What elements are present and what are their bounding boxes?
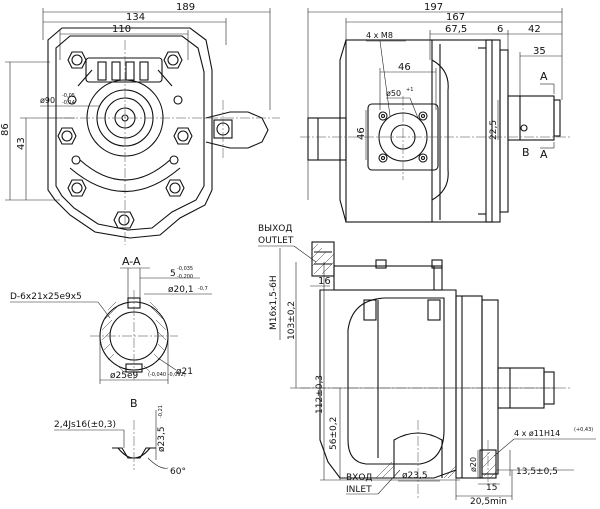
detail-b-view: B 2,4Js16(±0,3) ø23,5 -0,21 60° (54, 397, 186, 477)
section-mark-a-bottom: A (540, 148, 548, 161)
dim-inner-tol: -0,7 (198, 286, 208, 292)
dim-bolt-spacing: 110 (112, 24, 131, 35)
dim-spline: D-6x21x25e9x5 (10, 292, 82, 302)
dim-bolt-holes: 4 x ø11H14 (514, 429, 560, 438)
side-view: 197 167 67,5 6 42 35 4 x M8 46 46 ø50 +1 (300, 2, 570, 223)
dim-outlet-thread: M16x1,5-6H (269, 275, 279, 330)
section-mark-a-top: A (540, 70, 548, 83)
dim-port-diameter: ø50 (386, 89, 401, 98)
bottom-view: ВЫХОД OUTLET 16 M16x1,5-6H 103±0,2 112±0… (258, 224, 596, 507)
dim-port-offset-x: 46 (398, 62, 411, 73)
dim-bolt-thread: 4 x M8 (366, 31, 393, 40)
dim-shaft-diameter: ø20 (469, 457, 478, 472)
dim-body-length: 167 (446, 12, 465, 23)
dim-shaft-step: 15 (486, 483, 497, 493)
dim-key-width: 5 (170, 269, 176, 279)
dim-flange-thickness: 6 (497, 24, 503, 35)
dim-minor-diameter: ø21 (176, 367, 193, 377)
front-view: 189 134 110 86 43 ø90 -0,05 -0,14 (0, 2, 280, 245)
dim-b-tolerance: 2,4Js16(±0,3) (54, 420, 116, 430)
dim-overall-width: 189 (176, 2, 195, 13)
outlet-label-ru: ВЫХОД (258, 224, 292, 234)
dim-height-inlet: 56±0,2 (329, 417, 339, 450)
dim-b-angle: 60° (170, 467, 186, 477)
dim-inlet-diameter: ø23,5 (402, 471, 428, 481)
dim-outlet-offset: 16 (318, 276, 331, 287)
dim-b-diameter: ø23,5 (157, 426, 167, 452)
dim-overall-length: 197 (424, 2, 443, 13)
dim-mid-length: 67,5 (445, 24, 467, 35)
dim-port-diameter-tol: +1 (406, 87, 413, 93)
dim-shaft-min: 20,5min (470, 497, 507, 507)
dim-b-diameter-tol: -0,21 (158, 405, 164, 418)
detail-b-title: B (130, 397, 138, 410)
dim-height-center: 43 (16, 137, 27, 150)
section-mark-b: B (522, 146, 530, 159)
inlet-label-en: INLET (346, 485, 372, 495)
dim-key-tol-upper: -0,035 (177, 266, 193, 272)
dim-outer-diameter: ø25e9 (110, 371, 138, 381)
dim-height-outlet: 103±0,2 (287, 301, 297, 340)
dim-shaft-projection: 42 (528, 24, 541, 35)
dim-pilot-tol-lower: -0,14 (62, 100, 75, 106)
dim-bolt-holes-tol: (+0,43) (574, 427, 593, 433)
section-aa-view: A-A 5 -0,035 -0,200 ø20,1 -0,7 D-6x21x25… (10, 255, 212, 384)
outlet-label-en: OUTLET (258, 236, 294, 246)
inlet-label-ru: ВХОД (346, 473, 372, 483)
dim-outer-tol: (-0,040 -0,092) (148, 372, 186, 378)
section-aa-title: A-A (122, 255, 141, 268)
dim-pilot-tol-upper: -0,05 (62, 93, 75, 99)
dim-height-total: 86 (0, 123, 11, 136)
dim-inner-diameter: ø20,1 (168, 285, 194, 295)
dim-spot-face: 13,5±0,5 (516, 467, 558, 477)
bolt-holes (57, 51, 193, 229)
dim-key-tol-lower: -0,200 (177, 274, 193, 280)
dim-shaft-height: 22,5 (489, 120, 499, 140)
dim-flange-width: 134 (126, 12, 145, 23)
dim-port-offset-y: 46 (356, 127, 367, 140)
dim-shaft-key-length: 35 (533, 46, 546, 57)
